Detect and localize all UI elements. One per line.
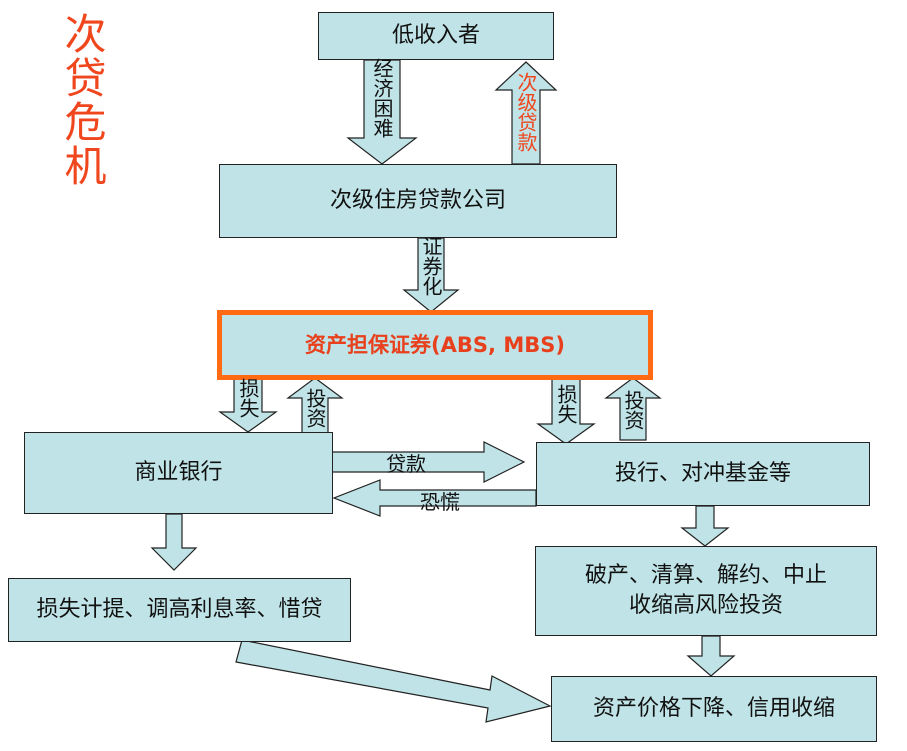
arrow-investment-left	[286, 377, 344, 437]
commercial-bank-box: 商业银行	[24, 432, 333, 514]
loss-provision-label: 损失计提、调高利息率、惜贷	[36, 597, 323, 622]
asset-decline-label: 资产价格下降、信用收缩	[592, 696, 835, 721]
arrow-bank-down	[150, 513, 198, 571]
asset-decline-box: 资产价格下降、信用收缩	[551, 676, 877, 742]
loss-provision-box: 损失计提、调高利息率、惜贷	[8, 578, 351, 642]
commercial-bank-label: 商业银行	[134, 460, 223, 485]
arrow-bankruptcy-down	[686, 635, 736, 677]
label-economic-difficulty: 经济困难	[370, 58, 394, 138]
arrow-ib-down	[680, 505, 730, 547]
investment-bank-hedge-fund-box: 投行、对冲基金等	[536, 442, 870, 506]
arrow-loss-left	[218, 377, 278, 433]
investment-bank-hedge-fund-label: 投行、对冲基金等	[614, 461, 791, 486]
low-income-label: 低收入者	[391, 23, 480, 48]
abs-mbs-box: 资产担保证券(ABS, MBS)	[217, 310, 653, 380]
label-securitization: 证券化	[419, 236, 443, 296]
arrow-economic-difficulty	[346, 59, 418, 165]
bankruptcy-line-2: 收缩高风险投资	[628, 593, 783, 618]
label-subprime-loan: 次级贷款	[514, 72, 538, 152]
label-loss-left: 损失	[236, 378, 260, 418]
label-panic: 恐慌	[420, 490, 460, 514]
arrow-diagonal	[235, 639, 552, 723]
arrow-panic	[332, 479, 537, 517]
abs-mbs-label: 资产担保证券(ABS, MBS)	[305, 333, 565, 357]
label-loss-right: 损失	[554, 384, 578, 424]
bankruptcy-line-1: 破产、清算、解约、中止	[584, 563, 827, 588]
arrow-loan	[319, 441, 526, 483]
arrow-securitization	[402, 237, 460, 313]
arrow-investment-right	[604, 377, 662, 441]
low-income-box: 低收入者	[318, 12, 554, 60]
bankruptcy-text: 破产、清算、解约、中止 收缩高风险投资	[585, 561, 827, 621]
subprime-company-label: 次级住房贷款公司	[329, 188, 506, 213]
label-investment-right: 投资	[621, 390, 645, 430]
label-investment-left: 投资	[303, 388, 327, 428]
arrow-subprime-loan	[494, 61, 558, 165]
page-title: 次贷危机	[58, 12, 107, 188]
subprime-company-box: 次级住房贷款公司	[219, 164, 617, 238]
bankruptcy-box: 破产、清算、解约、中止 收缩高风险投资	[535, 546, 877, 636]
label-loan: 贷款	[386, 452, 426, 476]
arrow-loss-right	[536, 377, 596, 445]
